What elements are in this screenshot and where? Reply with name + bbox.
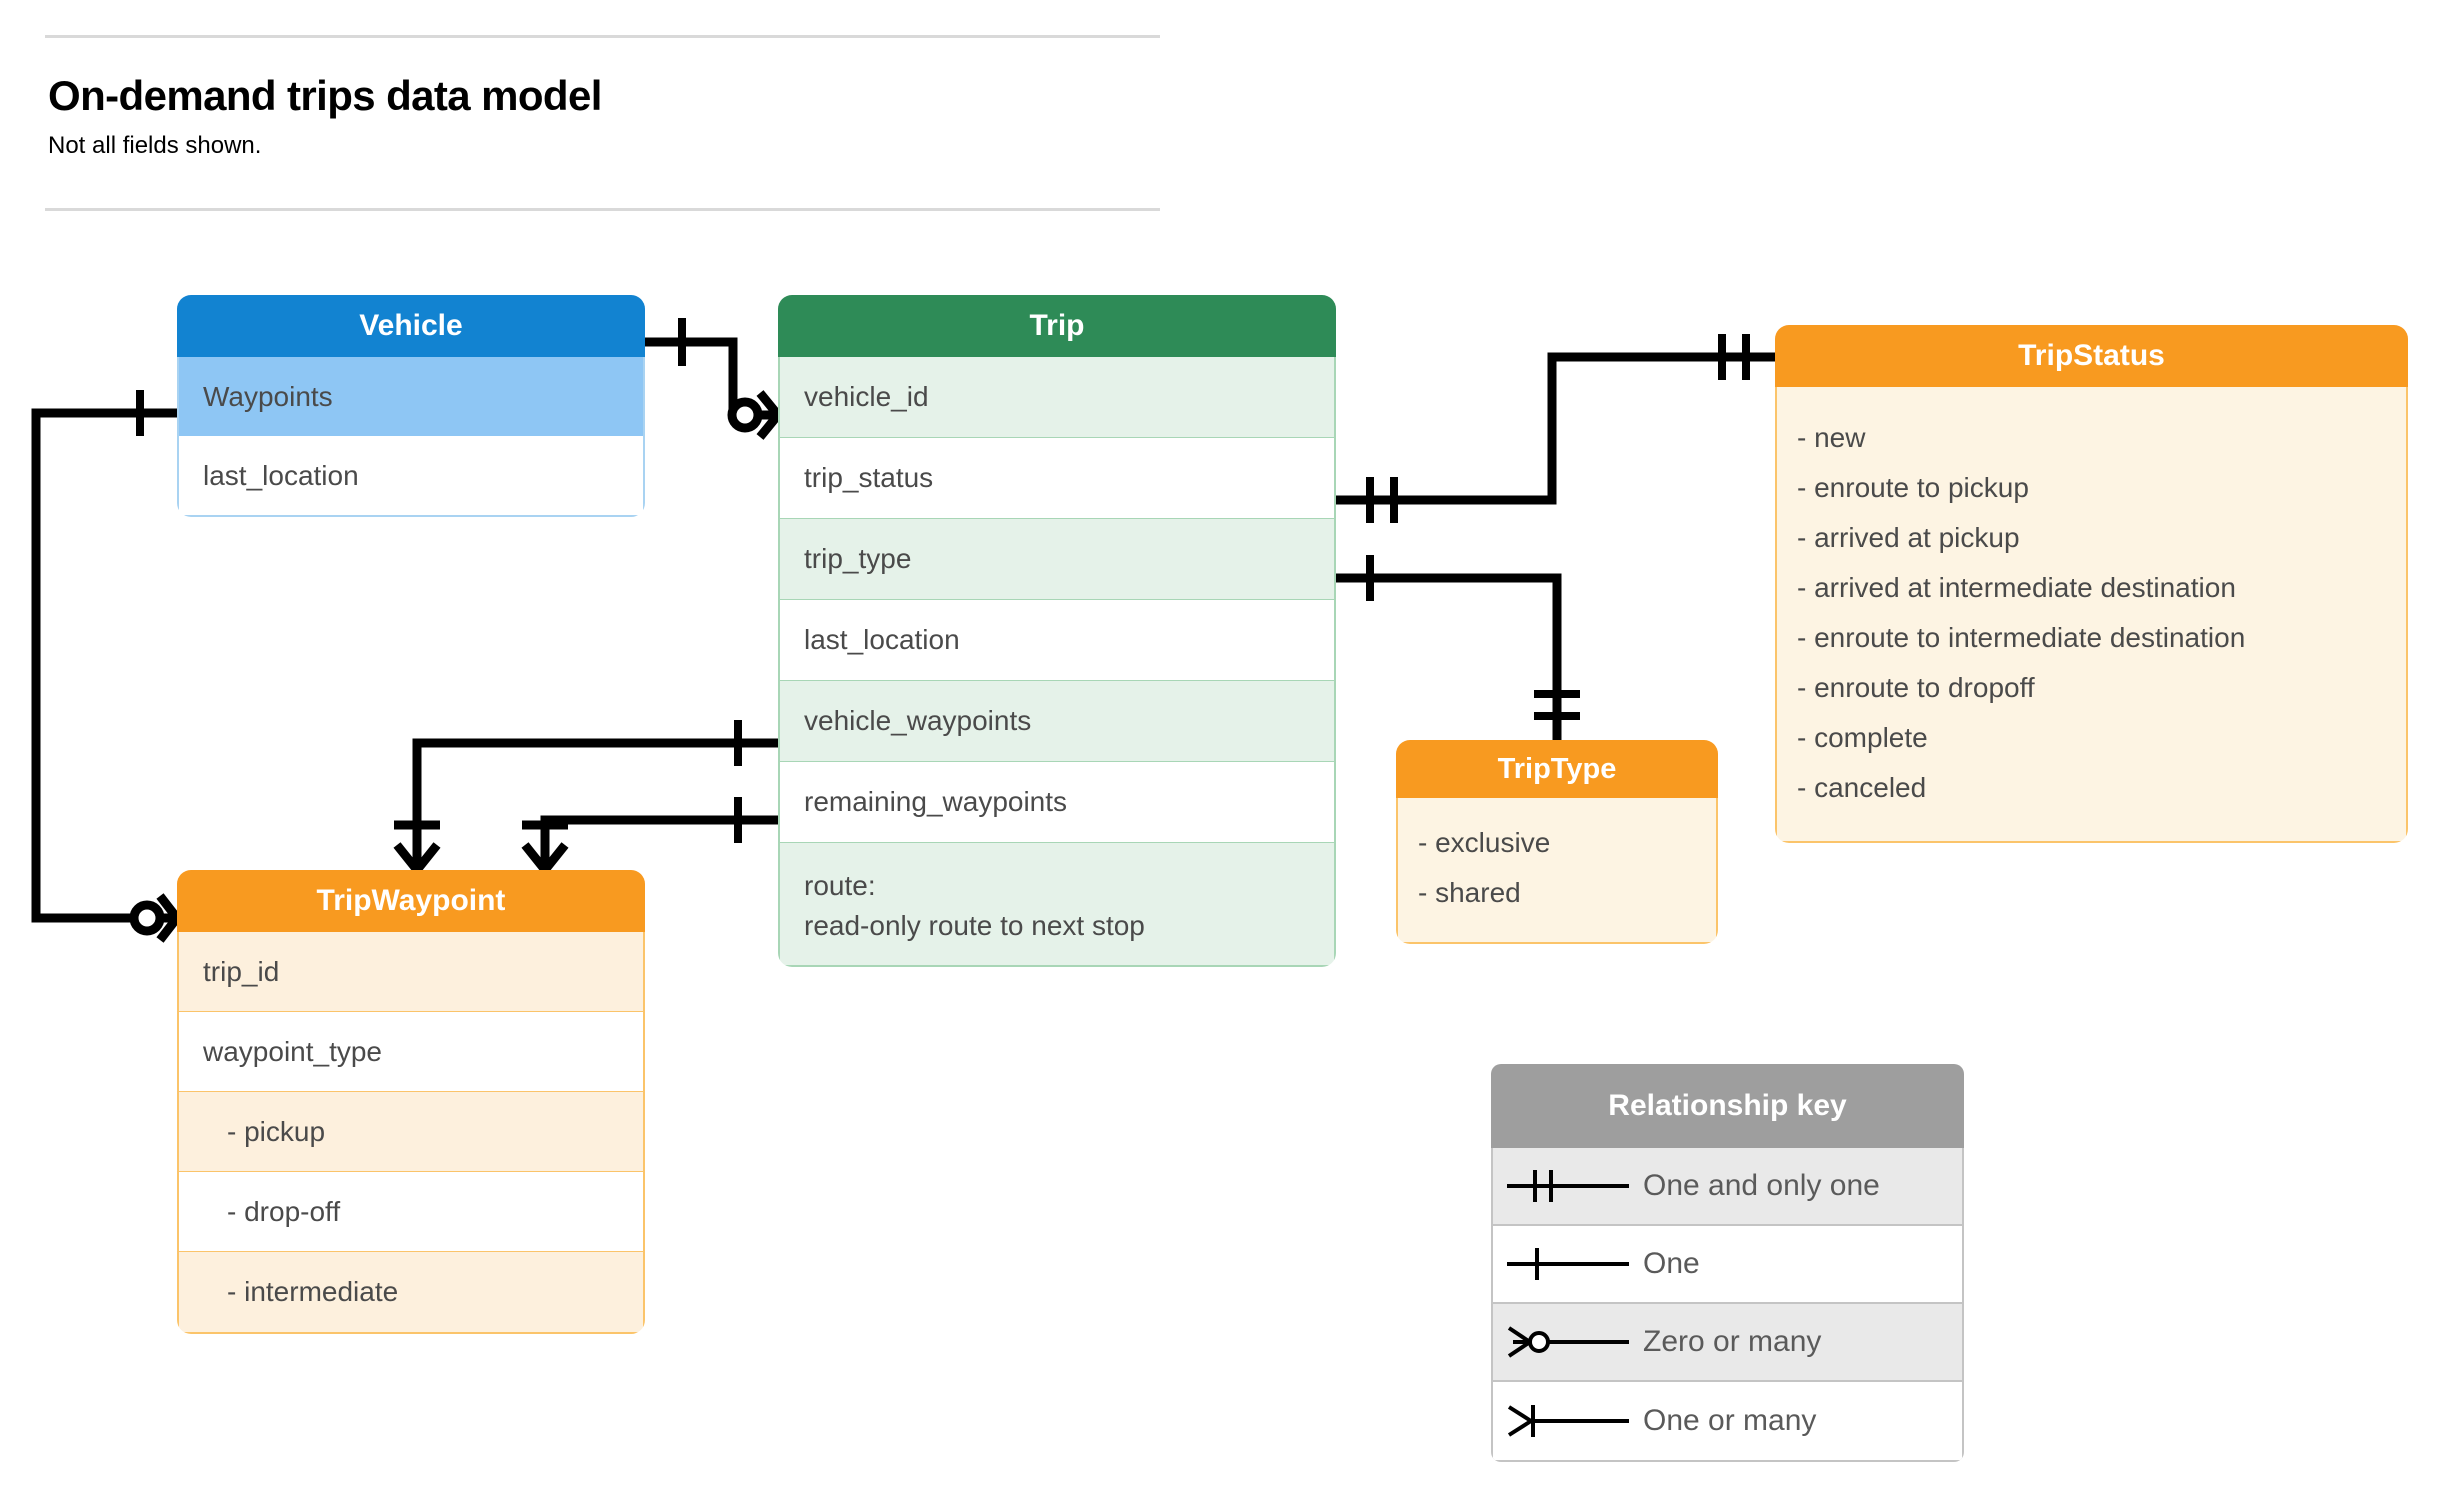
field-row[interactable]: last_location (179, 436, 643, 515)
enum-value: - new (1797, 422, 1866, 453)
enum-value: - enroute to intermediate destination (1797, 622, 2246, 653)
field-row-route[interactable]: route: read-only route to next stop (780, 843, 1334, 965)
field-row[interactable]: remaining_waypoints (780, 762, 1334, 843)
field-row[interactable]: - intermediate (179, 1252, 643, 1332)
field-row[interactable]: last_location (780, 600, 1334, 681)
enum-value: - shared (1418, 877, 1521, 908)
enum-value: - arrived at pickup (1797, 522, 2020, 553)
entity-triptype-values: - exclusive - shared (1396, 798, 1718, 944)
one-icon (1493, 1241, 1643, 1287)
field-row[interactable]: - pickup (179, 1092, 643, 1172)
entity-triptype-title: TripType (1396, 740, 1718, 798)
relationship-key: Relationship key One and only one (1491, 1064, 1964, 1462)
enum-value: - arrived at intermediate destination (1797, 572, 2236, 603)
relationship-key-row: One and only one (1493, 1148, 1962, 1226)
field-route-description: read-only route to next stop (804, 910, 1145, 941)
field-row[interactable]: vehicle_waypoints (780, 681, 1334, 762)
relationship-key-row: One (1493, 1226, 1962, 1304)
relationship-key-rows: One and only one One (1491, 1148, 1964, 1462)
enum-value: - enroute to dropoff (1797, 672, 2035, 703)
field-row[interactable]: trip_type (780, 519, 1334, 600)
entity-tripstatus[interactable]: TripStatus - new - enroute to pickup - a… (1775, 325, 2408, 843)
relationship-key-label: One and only one (1643, 1169, 1880, 1202)
field-route-label: route: (804, 870, 876, 902)
entity-vehicle[interactable]: Vehicle Waypoints last_location (177, 295, 645, 517)
field-row[interactable]: trip_id (179, 932, 643, 1012)
one-and-only-one-icon (1493, 1163, 1643, 1209)
entity-tripstatus-values: - new - enroute to pickup - arrived at p… (1775, 387, 2408, 843)
page-title: On-demand trips data model (48, 72, 602, 119)
page-subtitle: Not all fields shown. (48, 132, 262, 159)
entity-triptype[interactable]: TripType - exclusive - shared (1396, 740, 1718, 944)
header-divider-bottom (45, 208, 1160, 211)
relationship-key-label: One (1643, 1247, 1700, 1280)
relationship-key-row: One or many (1493, 1382, 1962, 1460)
wire-trip-vehicle-waypoints (412, 738, 778, 870)
wire-trip-remaining-waypoints (540, 815, 778, 870)
relationship-key-row: Zero or many (1493, 1304, 1962, 1382)
wire-trip-tripstatus (1336, 352, 1775, 505)
entity-vehicle-title: Vehicle (177, 295, 645, 357)
wire-vehicle-trip (645, 337, 778, 420)
entity-trip-fields: vehicle_id trip_status trip_type last_lo… (778, 357, 1336, 967)
enum-value: - complete (1797, 722, 1928, 753)
relationship-key-label: Zero or many (1643, 1325, 1822, 1358)
field-row[interactable]: - drop-off (179, 1172, 643, 1252)
enum-value: - exclusive (1418, 827, 1551, 858)
zero-or-many-icon (1493, 1319, 1643, 1365)
relationship-key-title: Relationship key (1491, 1064, 1964, 1148)
entity-tripwaypoint[interactable]: TripWaypoint trip_id waypoint_type - pic… (177, 870, 645, 1334)
header-divider-top (45, 35, 1160, 38)
entity-trip-title: Trip (778, 295, 1336, 357)
entity-tripwaypoint-fields: trip_id waypoint_type - pickup - drop-of… (177, 932, 645, 1334)
field-row[interactable]: trip_status (780, 438, 1334, 519)
wire-trip-triptype (1336, 573, 1562, 740)
enum-value: - enroute to pickup (1797, 472, 2029, 503)
entity-trip[interactable]: Trip vehicle_id trip_status trip_type la… (778, 295, 1336, 967)
field-row[interactable]: waypoint_type (179, 1012, 643, 1092)
entity-vehicle-fields: Waypoints last_location (177, 357, 645, 517)
field-row[interactable]: Waypoints (179, 357, 643, 436)
entity-tripstatus-title: TripStatus (1775, 325, 2408, 387)
wire-vehicle-waypoints-tripwaypoint (31, 408, 177, 923)
enum-value: - canceled (1797, 772, 1927, 803)
entity-tripwaypoint-title: TripWaypoint (177, 870, 645, 932)
relationship-key-label: One or many (1643, 1404, 1817, 1437)
field-row[interactable]: vehicle_id (780, 357, 1334, 438)
one-or-many-icon (1493, 1398, 1643, 1444)
